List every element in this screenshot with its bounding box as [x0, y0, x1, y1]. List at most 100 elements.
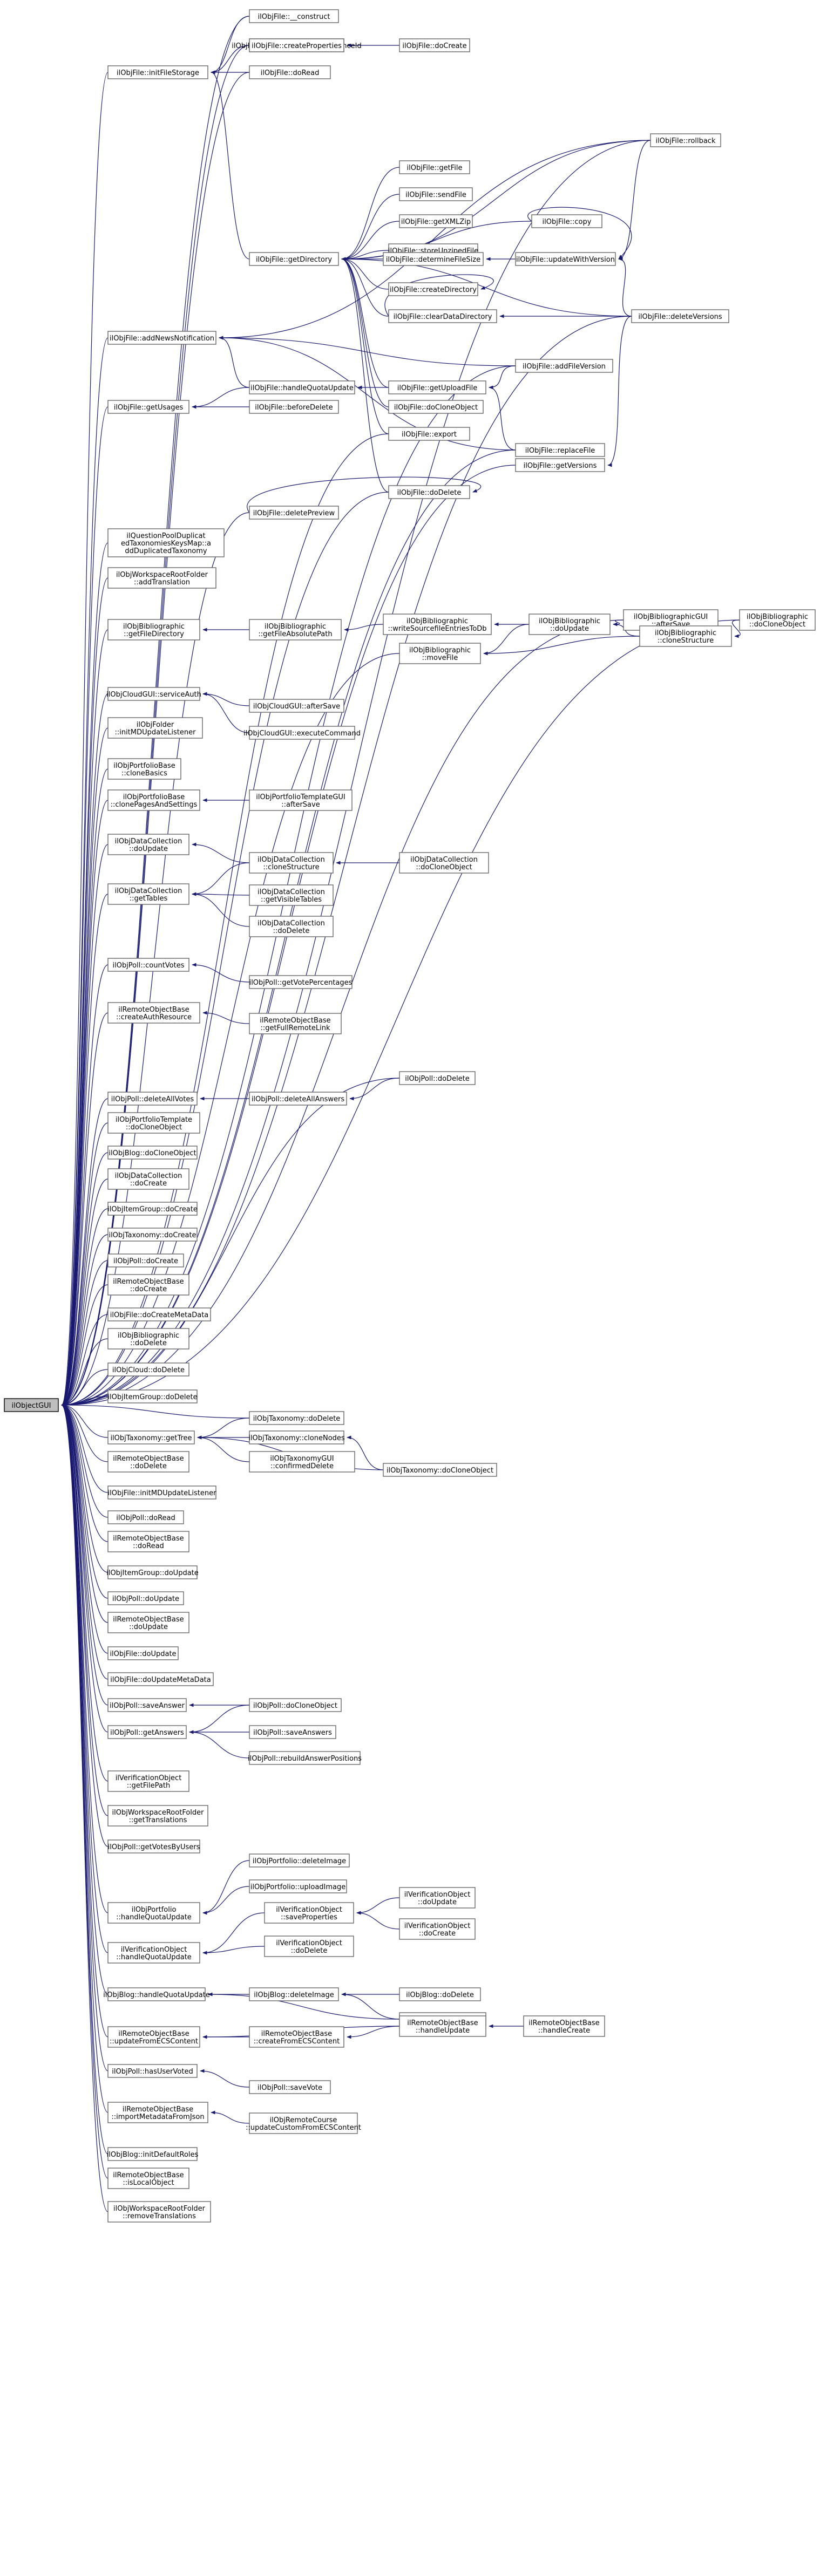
node-n108[interactable]: ilRemoteObjectBase::createFromECSContent	[249, 2026, 344, 2048]
node-n107[interactable]: ilRemoteObjectBase::updateFromECSContent	[107, 2026, 200, 2048]
node-n84[interactable]: ilRemoteObjectBase::doUpdate	[107, 1612, 189, 1633]
node-n27[interactable]: ilObjFile::export	[388, 427, 470, 441]
node-n103[interactable]: ilObjBlog::handleQuotaUpdate	[103, 1987, 210, 2001]
node-n55[interactable]: ilObjPoll::countVotes	[107, 958, 189, 972]
node-n80[interactable]: ilObjPoll::doRead	[107, 1510, 184, 1524]
node-n75[interactable]: ilObjTaxonomy::cloneNodes	[248, 1430, 345, 1444]
node-n117[interactable]: ilObjWorkspaceRootFolder::removeTranslat…	[107, 2201, 211, 2223]
node-n100[interactable]: ilVerificationObject::doCreate	[399, 1918, 476, 1940]
node-n64[interactable]: ilObjDataCollection::doCreate	[107, 1168, 189, 1190]
node-n88[interactable]: ilObjPoll::doCloneObject	[249, 1698, 342, 1712]
node-n85[interactable]: ilObjFile::doUpdate	[107, 1646, 179, 1660]
node-n69[interactable]: ilObjFile::doCreateMetaData	[107, 1307, 211, 1321]
node-n73[interactable]: ilObjTaxonomy::doDelete	[249, 1411, 344, 1425]
node-n104[interactable]: ilObjBlog::deleteImage	[249, 1987, 339, 2001]
node-n8[interactable]: ilObjFile::rollback	[650, 133, 721, 147]
node-n105[interactable]: ilObjBlog::doDelete	[399, 1987, 481, 2001]
node-n54[interactable]: ilObjDataCollection::doDelete	[249, 916, 334, 937]
node-n29[interactable]: ilObjFile::getVersions	[515, 458, 605, 472]
node-n31[interactable]: ilObjFile::deletePreview	[249, 506, 339, 520]
node-n40[interactable]: ilObjBibliographic::cloneStructure	[639, 625, 732, 647]
node-n6[interactable]: ilObjFile::doCreate	[399, 38, 470, 52]
node-n112[interactable]: ilObjPoll::saveVote	[249, 2080, 331, 2094]
node-n94[interactable]: ilObjPoll::getVotesByUsers	[107, 1839, 200, 1853]
node-n102[interactable]: ilVerificationObject::doDelete	[264, 1936, 354, 1957]
node-n77[interactable]: ilObjTaxonomyGUI::confirmedDelete	[249, 1451, 355, 1473]
node-n67[interactable]: ilObjPoll::doCreate	[107, 1253, 184, 1267]
node-n10[interactable]: ilObjFile::sendFile	[399, 187, 473, 201]
node-n76[interactable]: ilRemoteObjectBase::doDelete	[107, 1451, 189, 1473]
node-n74[interactable]: ilObjTaxonomy::getTree	[107, 1430, 195, 1444]
node-n28[interactable]: ilObjFile::replaceFile	[515, 443, 605, 457]
node-n49[interactable]: ilObjDataCollection::doUpdate	[107, 834, 189, 855]
node-n86[interactable]: ilObjFile::doUpdateMetaData	[107, 1672, 214, 1686]
node-n115[interactable]: ilObjBlog::initDefaultRoles	[107, 2147, 199, 2161]
node-n81[interactable]: ilRemoteObjectBase::doRead	[107, 1531, 189, 1552]
node-n45[interactable]: ilObjFolder::initMDUpdateListener	[107, 717, 203, 739]
node-n113[interactable]: ilRemoteObjectBase::importMetadataFromJs…	[107, 2102, 208, 2123]
node-n41[interactable]: ilObjBibliographic::moveFile	[399, 643, 481, 664]
node-n58[interactable]: ilRemoteObjectBase::getFullRemoteLink	[249, 1013, 342, 1034]
node-n35[interactable]: ilObjBibliographic::doCloneObject	[739, 609, 816, 631]
node-n62[interactable]: ilObjPortfolioTemplate::doCloneObject	[107, 1112, 200, 1134]
node-n93[interactable]: ilObjWorkspaceRootFolder::getTranslation…	[107, 1805, 208, 1827]
node-n101[interactable]: ilVerificationObject::handleQuotaUpdate	[107, 1942, 200, 1964]
node-n109[interactable]: ilRemoteObjectBase::handleUpdate	[399, 2015, 486, 2037]
node-n23[interactable]: ilObjFile::getUploadFile	[388, 380, 486, 394]
node-n63[interactable]: ilObjBlog::doCloneObject	[107, 1146, 198, 1160]
node-n90[interactable]: ilObjPoll::saveAnswers	[249, 1725, 336, 1739]
node-n110[interactable]: ilRemoteObjectBase::handleCreate	[523, 2015, 605, 2037]
node-n30[interactable]: ilObjFile::doDelete	[388, 485, 470, 499]
node-n50[interactable]: ilObjDataCollection::cloneStructure	[249, 852, 334, 874]
node-n51[interactable]: ilObjDataCollection::doCloneObject	[399, 852, 489, 874]
node-n22[interactable]: ilObjFile::handleQuotaUpdate	[249, 380, 355, 394]
node-n46[interactable]: ilObjPortfolioBase::cloneBasics	[107, 758, 181, 780]
node-n59[interactable]: ilObjPoll::doDelete	[399, 1071, 476, 1085]
node-n16[interactable]: ilObjFile::updateWithVersion	[515, 252, 616, 266]
node-n24[interactable]: ilObjFile::getUsages	[107, 400, 189, 414]
node-n11[interactable]: ilObjFile::getXMLZip	[399, 214, 473, 228]
node-n2[interactable]: ilObjFile::__construct	[249, 9, 339, 23]
node-n52[interactable]: ilObjDataCollection::getTables	[107, 883, 189, 905]
node-n33[interactable]: ilObjWorkspaceRootFolder::addTranslation	[107, 567, 216, 589]
node-n47[interactable]: ilObjPortfolioBase::clonePagesAndSetting…	[107, 789, 200, 811]
node-n19[interactable]: ilObjFile::deleteVersions	[631, 309, 729, 323]
node-n92[interactable]: ilVerificationObject::getFilePath	[107, 1770, 189, 1792]
node-n87[interactable]: ilObjPoll::saveAnswer	[107, 1698, 187, 1712]
node-n9[interactable]: ilObjFile::getFile	[399, 160, 470, 174]
node-n91[interactable]: ilObjPoll::rebuildAnswerPositions	[248, 1751, 362, 1765]
node-n71[interactable]: ilObjCloud::doDelete	[107, 1362, 189, 1376]
node-n89[interactable]: ilObjPoll::getAnswers	[107, 1725, 187, 1739]
node-n72[interactable]: ilObjItemGroup::doDelete	[107, 1389, 198, 1403]
node-n70[interactable]: ilObjBibliographic::doDelete	[107, 1328, 189, 1350]
node-n43[interactable]: ilObjCloudGUI::afterSave	[249, 699, 344, 713]
node-n18[interactable]: ilObjFile::clearDataDirectory	[388, 309, 497, 323]
node-n57[interactable]: ilRemoteObjectBase::createAuthResource	[107, 1002, 200, 1024]
node-n44[interactable]: ilObjCloudGUI::executeCommand	[243, 726, 361, 740]
node-n13[interactable]: ilObjFile::copy	[531, 214, 602, 228]
node-n61[interactable]: ilObjPoll::deleteAllAnswers	[249, 1092, 347, 1106]
node-n38[interactable]: ilObjBibliographic::writeSourcefileEntri…	[383, 614, 492, 635]
node-n96[interactable]: ilObjPortfolio::uploadImage	[249, 1879, 347, 1893]
node-n68[interactable]: ilRemoteObjectBase::doCreate	[107, 1274, 189, 1296]
node-n60[interactable]: ilObjPoll::deleteAllVotes	[107, 1092, 198, 1106]
node-n25[interactable]: ilObjFile::beforeDelete	[249, 400, 339, 414]
node-n14[interactable]: ilObjFile::getDirectory	[249, 252, 339, 266]
node-n20[interactable]: ilObjFile::addNewsNotification	[107, 331, 216, 345]
node-n66[interactable]: ilObjTaxonomy::doCreate	[107, 1228, 198, 1242]
node-n37[interactable]: ilObjBibliographic::getFileAbsolutePath	[249, 619, 342, 640]
node-n111[interactable]: ilObjPoll::hasUserVoted	[107, 2064, 198, 2078]
node-n56[interactable]: ilObjPoll::getVotePercentages	[249, 975, 353, 989]
node-n36[interactable]: ilObjBibliographic::getFileDirectory	[107, 619, 200, 640]
node-n1[interactable]: ilObjectGUI	[4, 1398, 59, 1412]
node-n42[interactable]: ilObjCloudGUI::serviceAuth	[106, 687, 201, 701]
node-n83[interactable]: ilObjPoll::doUpdate	[107, 1591, 184, 1605]
node-n21[interactable]: ilObjFile::addFileVersion	[515, 359, 613, 373]
node-n5[interactable]: ilObjFile::createProperties	[249, 38, 344, 52]
node-n26[interactable]: ilObjFile::doCloneObject	[388, 400, 484, 414]
node-n82[interactable]: ilObjItemGroup::doUpdate	[106, 1565, 199, 1579]
node-n48[interactable]: ilObjPortfolioTemplateGUI::afterSave	[249, 789, 353, 811]
node-n15[interactable]: ilObjFile::determineFileSize	[383, 252, 484, 266]
node-n99[interactable]: ilVerificationObject::doUpdate	[399, 1887, 476, 1909]
